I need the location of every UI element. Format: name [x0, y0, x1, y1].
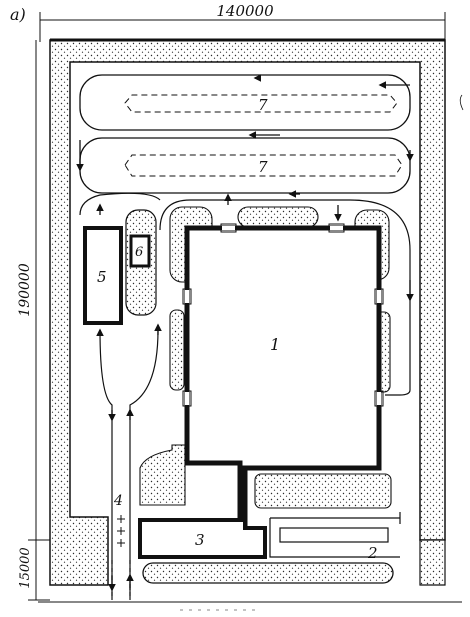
- depth-dimension-label: 190000: [17, 263, 33, 317]
- width-dimension-label: 140000: [216, 2, 274, 20]
- lower-shed: 7: [79, 137, 411, 194]
- panel-label: а): [10, 5, 26, 24]
- lower-shed-label: 7: [258, 158, 268, 176]
- bottom-planting-strip: [142, 562, 394, 584]
- annex-label: 3: [195, 531, 205, 549]
- bottom-strip-dimension-label: 15000: [18, 547, 33, 588]
- building-5-label: 5: [97, 268, 107, 286]
- margin-mark: [459, 94, 464, 111]
- main-building-label: 1: [270, 335, 280, 354]
- annex-3: 3: [138, 518, 267, 559]
- building-6-label: 6: [135, 245, 143, 260]
- upper-shed-label: 7: [258, 96, 268, 114]
- rear-building-label: 2: [367, 544, 378, 562]
- upper-shed: 7: [79, 74, 411, 131]
- building-6: 6: [125, 209, 157, 316]
- building-5: 5: [83, 226, 123, 325]
- perimeter-green-belt: [49, 38, 446, 586]
- bottom-strip-dimension: 15000: [18, 540, 50, 601]
- width-dimension: 140000: [39, 2, 446, 42]
- internal-roads: [79, 192, 411, 600]
- rear-building-2: 2: [269, 512, 401, 562]
- depth-dimension: 190000: [17, 40, 50, 541]
- entrance-road-label: 4: [113, 493, 123, 509]
- entrance-road: 4: [113, 493, 125, 547]
